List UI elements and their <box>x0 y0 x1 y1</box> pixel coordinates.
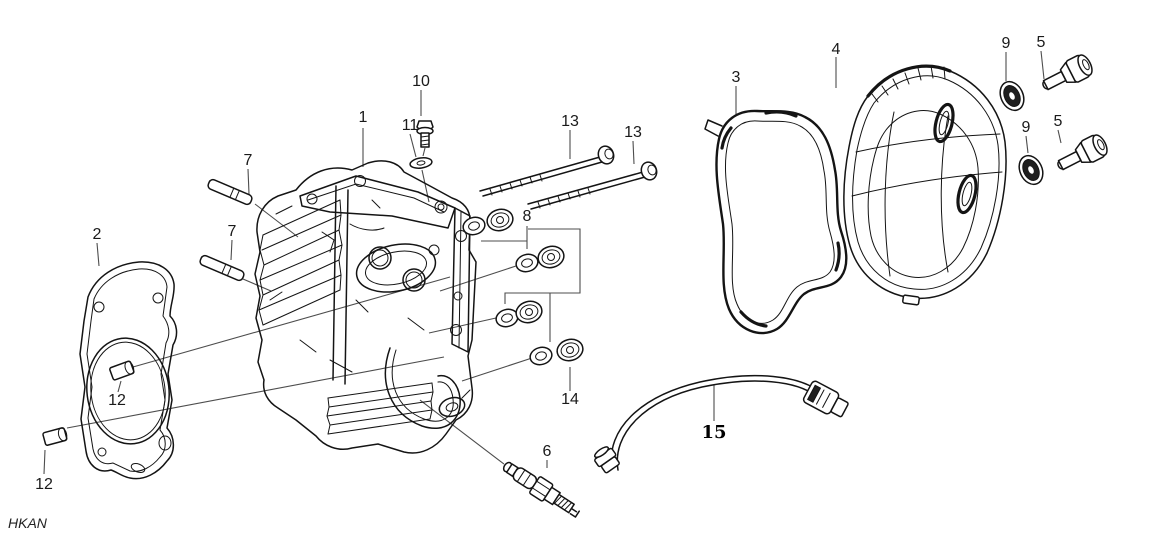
callout-labels: 1 2 3 4 5 5 6 7 7 8 9 9 10 11 12 12 13 1… <box>35 34 1062 493</box>
stud-top-drawing <box>207 178 253 206</box>
washer-nut-sets-drawing <box>462 208 584 366</box>
seal-grommet-top-drawing <box>999 80 1025 112</box>
callout-9b: 9 <box>1022 119 1031 136</box>
callout-13b: 13 <box>624 124 642 141</box>
watermark-text: HKAN <box>8 515 47 531</box>
long-bolt-upper-drawing <box>479 145 615 197</box>
flange-bolt-drawing <box>416 120 434 148</box>
callout-3: 3 <box>732 69 741 86</box>
callout-8: 8 <box>523 208 532 225</box>
callout-13a: 13 <box>561 113 579 130</box>
cover-edge-hatching <box>871 65 946 103</box>
lower-cooling-fins <box>326 382 434 435</box>
callout-11: 11 <box>402 117 419 134</box>
callout-5b: 5 <box>1054 113 1063 130</box>
valve-cover-drawing <box>843 64 1007 306</box>
long-bolt-lower-drawing <box>527 161 658 210</box>
callout-1: 1 <box>359 109 368 126</box>
callout-4: 4 <box>832 41 841 58</box>
spark-plug-drawing <box>502 461 580 518</box>
callout-12a: 12 <box>108 392 126 409</box>
cover-shoulder-bolt-bottom-drawing <box>1057 134 1108 171</box>
seal-grommet-bottom-drawing <box>1018 154 1044 186</box>
callout-7b: 7 <box>228 223 237 240</box>
cylinder-head-drawing <box>254 160 477 454</box>
callout-9a: 9 <box>1002 35 1011 52</box>
callout-10: 10 <box>412 73 430 90</box>
sensor-cable-drawing <box>593 374 849 474</box>
head-gasket-drawing <box>79 261 178 480</box>
left-cooling-fins <box>258 199 343 326</box>
callout-12b: 12 <box>35 476 53 493</box>
cover-shoulder-bolt-top-drawing <box>1042 54 1093 91</box>
head-surface-details <box>269 199 471 399</box>
valve-cover-gasket-drawing <box>704 109 848 335</box>
callout-14: 14 <box>561 391 579 408</box>
dowel-cap-upper-drawing <box>109 360 135 381</box>
seal-washer-drawing <box>409 157 433 169</box>
stud-bottom-drawing <box>199 254 245 282</box>
flange-nut-washer-drawing <box>529 338 584 366</box>
dowel-cap-lower-drawing <box>42 427 68 446</box>
callout-2: 2 <box>93 226 102 243</box>
callout-6: 6 <box>543 443 552 460</box>
callout-7a: 7 <box>244 152 253 169</box>
callout-5a: 5 <box>1037 34 1046 51</box>
callout-15: 15 <box>701 422 726 443</box>
leader-lines <box>43 50 1062 475</box>
